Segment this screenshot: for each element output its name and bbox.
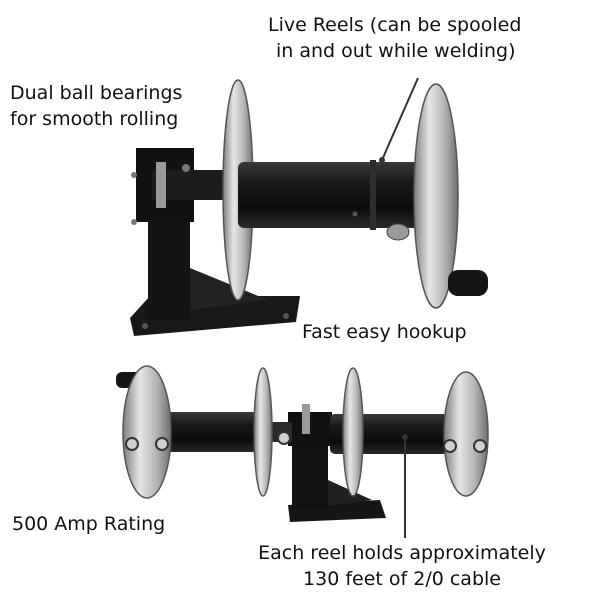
crank-handle xyxy=(448,270,488,296)
cable-lug xyxy=(443,439,457,453)
reel-capacity-label: Each reel holds approximately 130 feet o… xyxy=(222,540,582,592)
top-stand-gusset xyxy=(190,268,268,310)
bearings-label: Dual ball bearings for smooth rolling xyxy=(10,80,182,132)
bottom-reel-assembly xyxy=(116,365,489,522)
bearing-bolt xyxy=(131,219,137,225)
cable-lug xyxy=(125,437,139,451)
reel-capacity-label-line-1: Each reel holds approximately xyxy=(258,542,546,564)
cable-lug xyxy=(386,223,410,241)
hookup-label: Fast easy hookup xyxy=(302,321,467,343)
bearing-bolt xyxy=(182,164,190,172)
reel-capacity-label-line-2: 130 feet of 2/0 cable xyxy=(303,568,501,590)
live-reels-label-line-1: Live Reels (can be spooled xyxy=(268,14,522,36)
bearings-label-line-2: for smooth rolling xyxy=(10,108,179,130)
base-bolt xyxy=(283,313,289,319)
inner-left-flange xyxy=(253,367,273,497)
inner-right-flange xyxy=(342,367,364,497)
bearings-label-line-1: Dual ball bearings xyxy=(10,82,183,104)
reel-capacity-callout-dot xyxy=(402,434,408,440)
top-barrel xyxy=(238,162,436,228)
top-right-flange xyxy=(413,83,459,309)
base-bolt xyxy=(142,323,148,329)
cable-lug xyxy=(473,439,487,453)
live-reels-callout-dot xyxy=(379,157,385,163)
barrel-band xyxy=(370,160,376,230)
amp-rating-label: 500 Amp Rating xyxy=(12,513,166,535)
live-reels-label: Live Reels (can be spooled in and out wh… xyxy=(268,12,521,64)
top-reel-assembly xyxy=(130,79,488,336)
outer-right-flange xyxy=(443,371,489,497)
bearing-bolt xyxy=(131,172,137,178)
cable-lug xyxy=(155,437,169,451)
left-barrel xyxy=(142,412,268,452)
live-reels-callout-line xyxy=(381,77,419,161)
live-reels-label-line-2: in and out while welding) xyxy=(276,40,516,62)
bottom-bearing-rod xyxy=(302,404,310,434)
barrel-screw xyxy=(352,211,358,217)
cable-lug xyxy=(277,431,291,445)
outer-left-flange xyxy=(122,365,172,499)
bearing-rod xyxy=(156,162,166,208)
